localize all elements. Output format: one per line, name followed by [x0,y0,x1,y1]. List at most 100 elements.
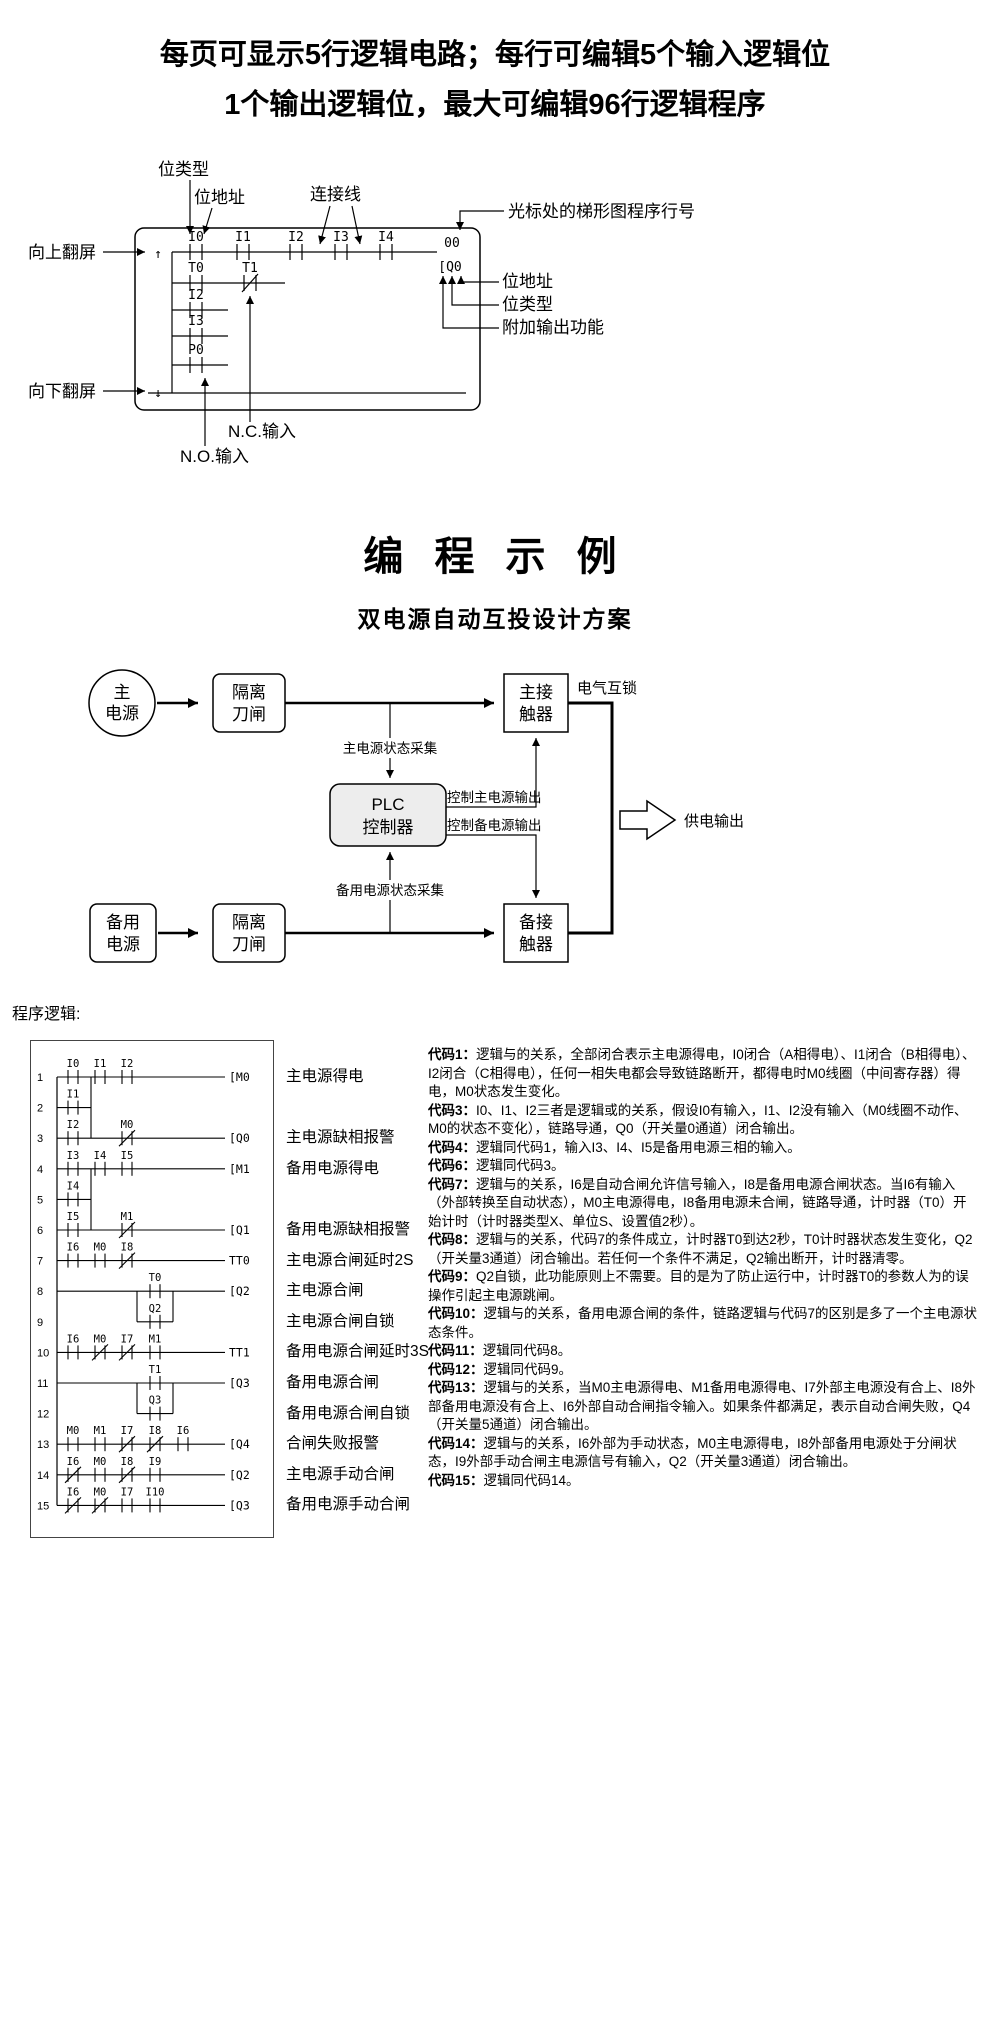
code-note: 代码4：逻辑同代码1，输入I3、I4、I5是备用电源三相的输入。 [428,1139,801,1155]
nc-slash [118,1221,136,1239]
cursor-line-number: 00 [444,236,460,251]
rung-output: TT0 [229,1254,250,1268]
label-interlock: 电气互锁 [577,680,637,697]
code-note-label: 代码14： [428,1435,484,1451]
code-note-label: 代码15： [428,1472,484,1488]
nc-slash [64,1466,82,1484]
code-note: 代码3：I0、I1、I2三者是逻辑或的关系，假设I0有输入，I1、I2没有输入（… [428,1102,968,1137]
screen-ladder-wires [148,244,466,394]
isolator-label: 隔离 [232,683,266,702]
contact-label: I3 [188,314,204,329]
rung-desc: 主电源合闸延时2S [286,1251,414,1269]
contact-label: M0 [94,1242,107,1254]
backup-contactor-label: 触器 [519,935,553,954]
contact-label: I10 [146,1486,165,1498]
rung-desc: 备用电源合闸自锁 [286,1404,411,1422]
code-note-label: 代码9： [428,1269,477,1284]
main-source-label: 主 [114,683,131,702]
contact-label: I6 [67,1486,80,1498]
nc-slash [64,1497,82,1514]
contact-label: M1 [94,1425,107,1437]
code-note: 代码1：逻辑与的关系，全部闭合表示主电源得电，I0闭合（A相得电）、I1闭合（B… [428,1047,976,1099]
rung-desc: 备用电源手动合闸 [286,1496,411,1514]
label-main-status: 主电源状态采集 [343,741,438,756]
annotation-arrows [103,180,504,446]
block-diagram: 主 电源 隔离 刀闸 主接 触器 PLC 控制器 备用 电源 隔离 刀闸 备接 … [88,669,744,963]
rung-output: [M0 [229,1070,250,1084]
label-connect-line: 连接线 [310,185,361,204]
contact-label: Q3 [149,1395,162,1407]
code-note-label: 代码7： [428,1176,477,1192]
code-note: 代码12：逻辑同代码9。 [428,1361,573,1377]
contact-label: I6 [67,1242,80,1254]
screen-output: [Q0 [438,260,461,275]
code-note-label: 代码11： [428,1343,483,1358]
nc-slash [118,1435,136,1453]
code-note: 代码6：逻辑同代码3。 [428,1158,565,1173]
contact-label: I3 [333,230,349,245]
contact-label: I1 [235,230,251,245]
plc-label: PLC [371,795,404,814]
contact-label: I7 [121,1333,134,1345]
backup-source-box [89,903,157,963]
isolator-label: 隔离 [232,913,266,932]
rung-12: 12 Q3 [37,1383,174,1421]
rung-desc: 备用电源合闸延时3S [286,1343,429,1361]
rung-number: 12 [37,1409,49,1421]
control-lines [386,703,540,933]
contact-label: I4 [378,230,394,245]
code-note-label: 代码4： [428,1139,477,1155]
label-bit-type-top: 位类型 [158,160,209,179]
code-note: 代码15：逻辑同代码14。 [428,1472,580,1488]
code-note: 代码8：逻辑与的关系，代码7的条件成立，计时器T0到达2秒，T0计时器状态发生变… [428,1232,973,1266]
label-no-input: N.O.输入 [180,447,249,466]
label-page-down: 向下翻屏 [28,382,96,401]
rung-number: 1 [37,1072,43,1084]
label-bit-type-right: 位类型 [502,295,553,314]
code-note: 代码13：逻辑与的关系，当M0主电源得电、M1备用电源得电、I7外部主电源没有合… [428,1380,976,1432]
rung-desc: 主电源合闸 [286,1282,364,1300]
nc-slash [118,1129,136,1147]
rung-desc: 备用电源得电 [286,1159,380,1177]
contact-label: I2 [121,1058,134,1070]
rung-8: 8T0[Q2 [37,1272,250,1299]
contact-label: I2 [67,1119,80,1131]
contact-label: I2 [288,230,304,245]
contact-label: M1 [121,1211,134,1223]
label-nc-input: N.C.输入 [228,422,296,441]
contact-label: I0 [67,1058,80,1070]
header-line1: 每页可显示5行逻辑电路；每行可编辑5个输入逻辑位 [159,39,831,71]
contact-label: I8 [149,1425,162,1437]
contact-label: I4 [67,1180,80,1192]
rung-output: [Q2 [229,1284,250,1298]
rung-output: [M1 [229,1162,250,1176]
contact-label: I6 [177,1425,190,1437]
code-note: 代码10：逻辑与的关系，备用电源合闸的条件，链路逻辑与代码7的区别是多了一个主电… [428,1306,978,1340]
rung-output: [Q3 [229,1498,250,1512]
code-notes-column: 代码1：逻辑与的关系，全部闭合表示主电源得电，I0闭合（A相得电）、I1闭合（B… [428,1046,980,1490]
nc-slash [118,1344,136,1361]
nc-slash [118,1466,136,1484]
code-note-label: 代码13： [428,1380,484,1395]
contact-label: I4 [94,1150,107,1162]
isolator-label: 刀闸 [232,935,266,954]
contact-label: M0 [94,1486,107,1498]
contact-label: I6 [67,1333,80,1345]
screen-annotation-labels: 位类型 位地址 连接线 光标处的梯形图程序行号 向上翻屏 向下翻屏 位地址 位类… [28,160,695,466]
rung-desc: 备用电源缺相报警 [286,1221,411,1238]
plc-controller-box [329,783,447,847]
label-extra-output: 附加输出功能 [502,318,604,337]
code-note: 代码9：Q2自锁，此功能原则上不需要。目的是为了防止运行中，计时器T0的参数人为… [428,1269,969,1303]
rung-number: 11 [37,1378,48,1390]
rung-output: [Q2 [229,1468,250,1482]
contact-label: M0 [67,1425,80,1437]
nc-slash [118,1252,136,1269]
rung-number: 9 [37,1317,43,1329]
